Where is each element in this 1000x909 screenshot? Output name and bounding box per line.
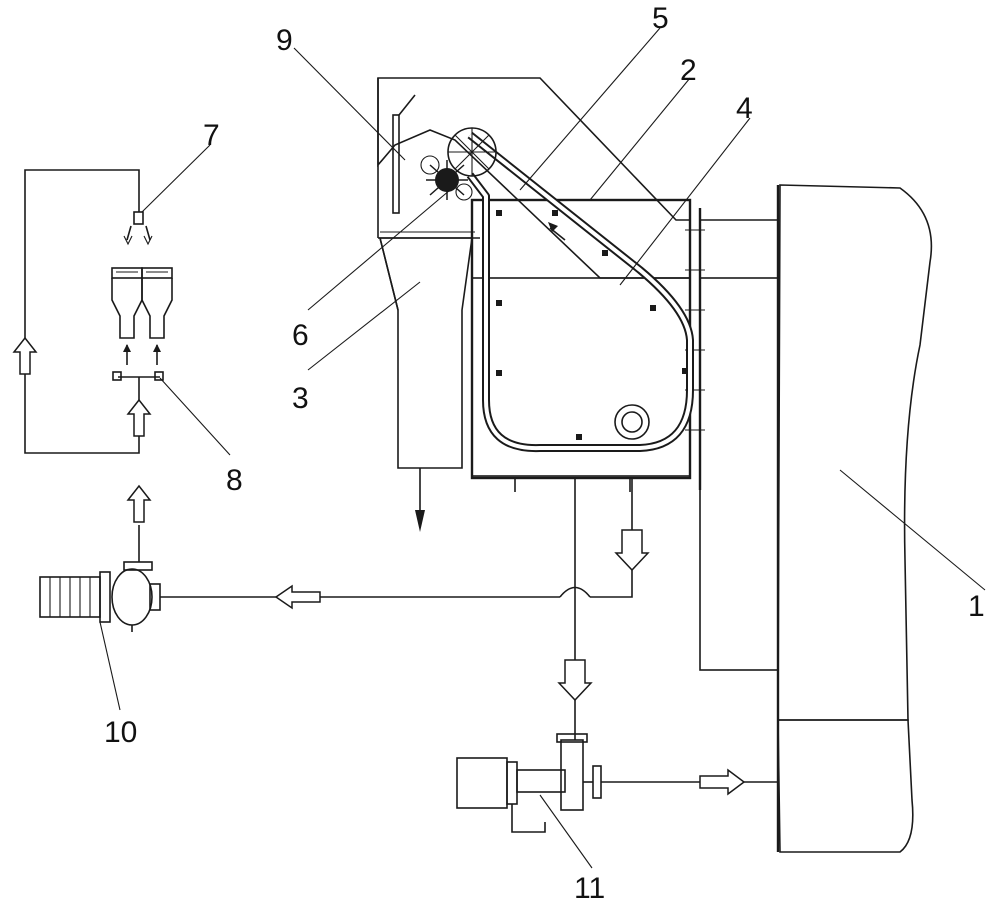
label-9: 9	[276, 24, 293, 57]
brush-roll-6	[420, 155, 473, 201]
label-4: 4	[736, 92, 753, 125]
leader-3	[307, 281, 421, 371]
leader-8	[159, 377, 231, 456]
leader-6	[307, 189, 451, 311]
drum-5	[447, 127, 497, 177]
vessel-1	[776, 184, 933, 853]
settling-chamber	[685, 208, 779, 671]
label-3: 3	[292, 382, 309, 415]
valve-8	[154, 371, 164, 381]
leader-9	[293, 47, 406, 161]
label-10: 10	[104, 716, 137, 749]
recirculation-loop	[12, 169, 152, 523]
chip-discharge-arrow	[415, 468, 425, 532]
nozzle-7	[123, 211, 153, 246]
conveyor-4	[466, 131, 694, 453]
leader-4	[619, 117, 751, 286]
pump-11	[456, 733, 778, 833]
housing	[377, 77, 691, 279]
label-2: 2	[680, 54, 697, 87]
label-1: 1	[968, 590, 985, 623]
label-7: 7	[203, 119, 220, 152]
leader-10	[99, 621, 121, 711]
cyclone-unit	[111, 267, 173, 381]
leader-5	[519, 27, 661, 191]
hopper-3	[378, 231, 475, 469]
leader-11	[539, 794, 593, 869]
label-8: 8	[226, 464, 243, 497]
leader-2	[589, 77, 691, 201]
label-11: 11	[574, 872, 605, 905]
leader-lines	[99, 27, 986, 869]
leader-7	[141, 144, 211, 213]
number-labels: 1 2 3 4 5 6 7 8 9 10 11	[104, 2, 985, 905]
drain-line	[557, 478, 593, 740]
scraper-9	[392, 94, 416, 214]
label-5: 5	[652, 2, 669, 35]
pump-10	[39, 525, 161, 632]
leader-1	[839, 469, 986, 591]
label-6: 6	[292, 319, 309, 352]
return-line	[160, 478, 650, 610]
